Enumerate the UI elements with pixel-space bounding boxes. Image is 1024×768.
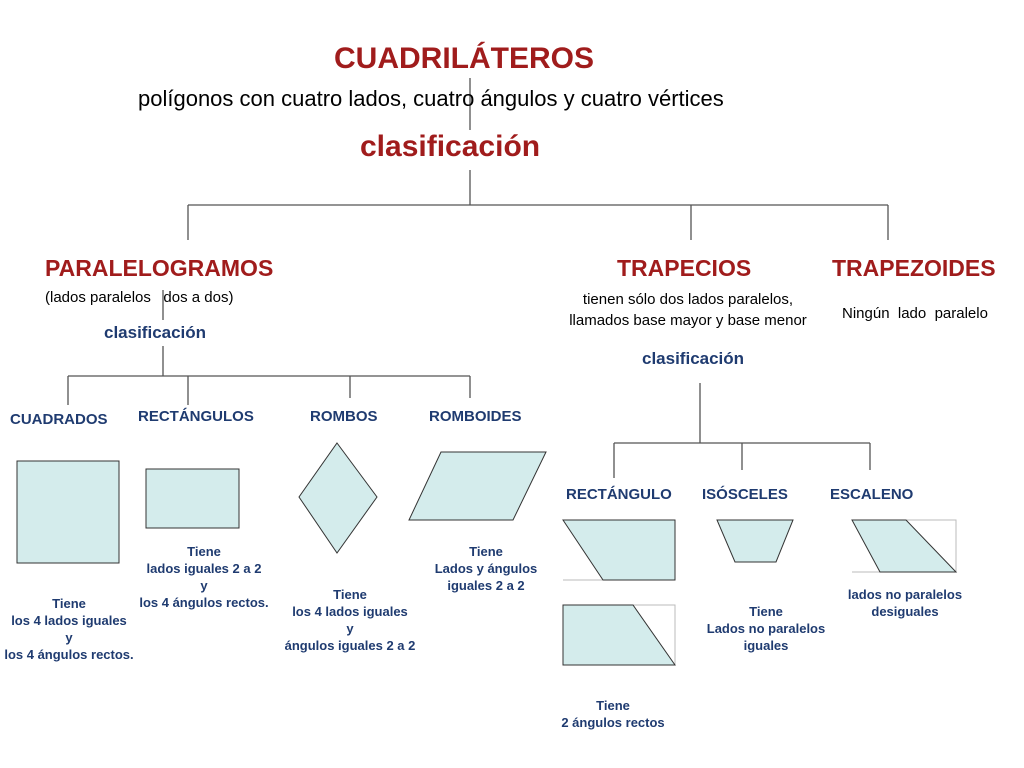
description-line: Tiene xyxy=(52,596,86,611)
trapecio-escaleno-description: lados no paralelos desiguales xyxy=(836,586,974,620)
trapecios-heading: TRAPECIOS xyxy=(617,255,752,281)
description-line: y xyxy=(200,578,208,593)
description-line: ángulos iguales 2 a 2 xyxy=(284,638,416,653)
description-line: Tiene xyxy=(749,604,783,619)
page-title: CUADRILÁTEROS xyxy=(334,42,594,75)
rectangulos-description: Tiene lados iguales 2 a 2 y los 4 ángulo… xyxy=(132,543,276,611)
trapecio-isosceles-description: Tiene Lados no paralelos iguales xyxy=(696,603,836,654)
description-line: desiguales xyxy=(871,604,939,619)
cuadrados-label: CUADRADOS xyxy=(10,411,108,428)
description-line: 2 ángulos rectos xyxy=(561,715,665,730)
description-line: los 4 lados iguales xyxy=(292,604,408,619)
rombos-description: Tiene los 4 lados iguales y ángulos igua… xyxy=(278,586,422,654)
description-line: los 4 lados iguales xyxy=(11,613,127,628)
trapecios-note-line: tienen sólo dos lados paralelos, xyxy=(582,291,794,308)
rombos-label: ROMBOS xyxy=(310,408,378,425)
trapezoides-note: Ningún lado paralelo xyxy=(842,305,988,322)
description-line: y xyxy=(346,621,354,636)
description-line: los 4 ángulos rectos. xyxy=(139,595,269,610)
description-line: Tiene xyxy=(187,544,221,559)
description-line: Lados no paralelos xyxy=(706,621,826,636)
description-line: lados iguales 2 a 2 xyxy=(146,561,262,576)
isosceles-trapezoid-shape xyxy=(716,519,794,563)
trapecios-note-line: llamados base mayor y base menor xyxy=(569,312,807,329)
page-subtitle: polígonos con cuatro lados, cuatro ángul… xyxy=(138,86,724,111)
paralelogramos-note: (lados paralelos dos a dos) xyxy=(45,289,234,306)
description-line: iguales xyxy=(743,638,789,653)
trapecios-classification: clasificación xyxy=(642,349,745,368)
description-line: iguales 2 a 2 xyxy=(447,578,525,593)
rectangulos-label: RECTÁNGULOS xyxy=(138,408,254,425)
cuadrados-description: Tiene los 4 lados iguales y los 4 ángulo… xyxy=(0,595,138,663)
paralelogramos-classification: clasificación xyxy=(104,323,207,342)
description-line: y xyxy=(65,630,73,645)
rhomboid-shape xyxy=(408,451,547,521)
trapecio-escaleno-label: ESCALENO xyxy=(830,486,914,503)
paralelogramos-heading: PARALELOGRAMOS xyxy=(45,255,274,281)
rhombus-shape xyxy=(298,442,378,554)
description-line: los 4 ángulos rectos. xyxy=(4,647,134,662)
rectangle-shape xyxy=(145,468,240,529)
description-line: Tiene xyxy=(333,587,367,602)
description-line: Tiene xyxy=(469,544,503,559)
romboides-description: Tiene Lados y ángulos iguales 2 a 2 xyxy=(420,543,552,594)
classification-heading: clasificación xyxy=(360,130,541,163)
trapecio-isosceles-label: ISÓSCELES xyxy=(702,486,788,503)
description-line: Lados y ángulos xyxy=(434,561,538,576)
trapecio-rectangulo-description: Tiene 2 ángulos rectos xyxy=(548,697,678,731)
right-trapezoid-shapes xyxy=(562,519,676,666)
square-shape xyxy=(16,460,120,564)
description-line: Tiene xyxy=(596,698,630,713)
trapecio-rectangulo-label: RECTÁNGULO xyxy=(566,486,672,503)
description-line: lados no paralelos xyxy=(847,587,963,602)
romboides-label: ROMBOIDES xyxy=(429,408,522,425)
trapezoides-heading: TRAPEZOIDES xyxy=(832,255,996,281)
scalene-trapezoid-shape xyxy=(851,519,958,573)
trapecios-note: tienen sólo dos lados paralelos, llamado… xyxy=(553,289,823,331)
